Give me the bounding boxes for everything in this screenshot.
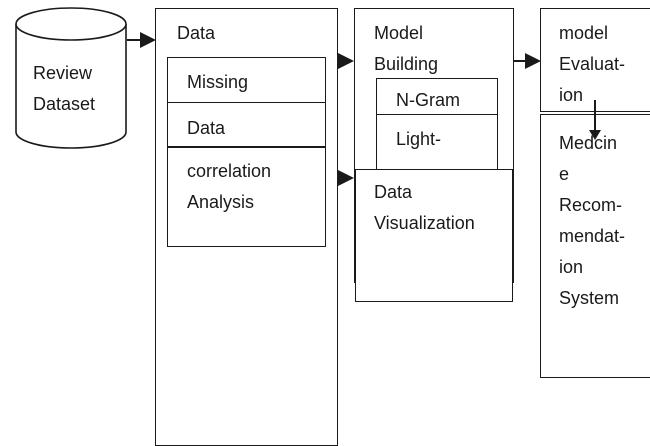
medicine-recommendation-box — [540, 114, 650, 378]
data-visualization-box — [355, 169, 513, 302]
review-dataset-cylinder — [15, 7, 127, 149]
data-item-label: Data — [187, 118, 226, 138]
ngram-label: N-Gram — [396, 90, 460, 110]
correlation-analysis-label: correlation Analysis — [187, 161, 272, 212]
missing-label: Missing — [187, 72, 249, 92]
data-visualization-label: Data Visualization — [374, 182, 475, 233]
data-item-box — [167, 102, 326, 147]
medicine-recommendation-label: Medcin e Recom- mendat- ion System — [559, 133, 626, 308]
ngram-box — [376, 78, 498, 115]
evaluation-to-medicine-arrow — [589, 100, 601, 140]
model-evaluation-label: model Evaluat- ion — [559, 23, 626, 105]
data-title: Data — [177, 23, 216, 43]
correlation-analysis-box — [167, 147, 326, 247]
model-building-title: Model Building — [374, 23, 439, 74]
review-dataset-label: Review Dataset — [33, 63, 96, 114]
